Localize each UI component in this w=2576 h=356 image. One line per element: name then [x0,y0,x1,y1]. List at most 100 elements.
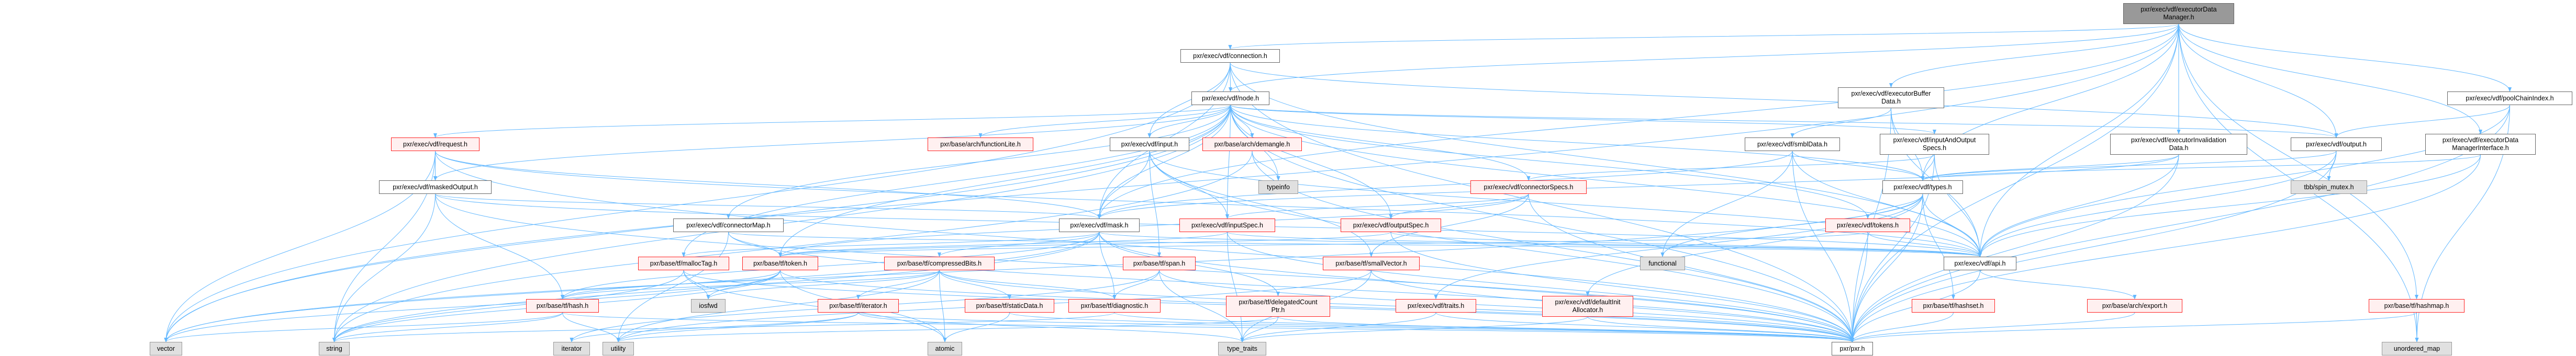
edge-token-to-hash [561,270,780,300]
graph-node-input-spec[interactable]: pxr/exec/vdf/inputSpec.h [1179,219,1275,232]
edge-mask-to-api [1099,232,1982,257]
graph-node-span[interactable]: pxr/base/tf/span.h [1123,257,1196,270]
edge-iteratorH-to-pxr [858,312,1854,342]
edge-input-to-api [1149,151,1982,257]
graph-node-static-data[interactable]: pxr/base/tf/staticData.h [965,299,1054,313]
graph-node-pool-chain-index[interactable]: pxr/exec/vdf/poolChainIndex.h [2447,91,2572,105]
edge-executorInvalidationData-to-pxr [1850,154,2179,342]
edge-executorDataManager-to-executorBufferData [1889,24,2179,88]
graph-node-small-vector[interactable]: pxr/base/tf/smallVector.h [1323,257,1420,270]
edge-connection-to-api [1230,62,1982,257]
graph-node-delegated-count-ptr[interactable]: pxr/base/tf/delegatedCount Ptr.h [1226,296,1330,317]
graph-node-connection[interactable]: pxr/exec/vdf/connection.h [1180,49,1280,63]
edge-staticData-to-atomic [943,312,1010,342]
graph-node-traits[interactable]: pxr/exec/vdf/traits.h [1396,299,1476,313]
graph-node-input-and-output-specs[interactable]: pxr/exec/vdf/inputAndOutput Specs.h [1880,134,1989,155]
edge-node-to-functionLite [978,105,1231,138]
graph-node-mask[interactable]: pxr/exec/vdf/mask.h [1059,219,1140,232]
graph-node-export[interactable]: pxr/base/arch/export.h [2087,299,2182,313]
graph-node-executor-buffer-data[interactable]: pxr/exec/vdf/executorBuffer Data.h [1838,87,1944,108]
edge-compressedBits-to-iosfwd [706,270,940,300]
edge-poolChainIndex-to-output [2334,105,2510,138]
edge-inputSpec-to-pxr [1227,232,1855,342]
edge-node-to-token [778,105,1231,257]
graph-node-atomic: atomic [928,342,962,355]
edge-request-to-mask [435,151,1101,219]
graph-node-unordered-map: unordered_map [2382,342,2452,355]
edge-node-to-maskedOutput [433,105,1231,181]
edge-span-to-pxr [1159,270,1854,342]
graph-node-typeinfo: typeinfo [1258,180,1298,194]
edge-node-to-input [1147,105,1231,138]
graph-node-executor-invalidation-data[interactable]: pxr/exec/vdf/executorInvalidation Data.h [2110,134,2247,155]
edge-staticData-to-pxr [1009,312,1854,342]
edge-defaultInitAllocator-to-pxr [1587,316,1854,342]
graph-node-iterator: iterator [553,342,590,355]
edge-node-to-connectorSpecs [1230,105,1531,181]
graph-node-demangle[interactable]: pxr/base/arch/demangle.h [1202,137,1302,151]
edge-connectorSpecs-to-token [778,193,1529,257]
graph-node-node[interactable]: pxr/exec/vdf/node.h [1191,91,1269,105]
edge-mask-to-vector [164,232,1100,342]
edge-maskedOutput-to-hash [435,193,565,300]
edge-executorDataManagerInterface-to-api [1978,154,2481,257]
edge-mallocTag-to-atomic [683,270,947,342]
graph-node-executor-data-manager[interactable]: pxr/exec/vdf/executorData Manager.h [2123,3,2234,24]
edge-span-to-type_traits [1159,270,1244,342]
edge-node-to-tokens [1230,105,1870,219]
graph-node-iterator-h[interactable]: pxr/base/tf/iterator.h [818,299,899,313]
graph-node-hashset[interactable]: pxr/base/tf/hashset.h [1912,299,1995,313]
graph-node-default-init-allocator[interactable]: pxr/exec/vdf/defaultInit Allocator.h [1542,296,1633,317]
edge-executorDataManager-to-pxr [1850,24,2179,342]
graph-node-compressed-bits[interactable]: pxr/base/tf/compressedBits.h [884,257,995,270]
edge-traits-to-pxr [1435,312,1854,342]
edge-demangle-to-string [332,151,1253,342]
edge-node-to-demangle [1230,105,1254,138]
edge-output-to-pxr [1850,151,2337,342]
graph-node-malloc-tag[interactable]: pxr/base/tf/mallocTag.h [638,257,729,270]
edge-tokens-to-pxr [1850,232,1868,342]
edge-output-to-types [1921,151,2337,181]
graph-node-types[interactable]: pxr/exec/vdf/types.h [1882,180,1963,194]
edge-executorDataManager-to-connection [1229,24,2179,50]
edge-executorBufferData-to-smblData [1790,108,1891,138]
graph-node-input[interactable]: pxr/exec/vdf/input.h [1110,137,1189,151]
edge-node-to-request [433,105,1231,138]
graph-node-tokens[interactable]: pxr/exec/vdf/tokens.h [1825,219,1910,232]
edge-types-to-hashset [1922,193,1956,300]
graph-node-output-spec[interactable]: pxr/exec/vdf/outputSpec.h [1341,219,1441,232]
edge-span-to-diagnostic [1112,270,1159,300]
graph-node-hashmap[interactable]: pxr/base/tf/hashmap.h [2369,299,2465,313]
graph-node-token[interactable]: pxr/base/tf/token.h [742,257,818,270]
graph-node-request[interactable]: pxr/exec/vdf/request.h [391,137,479,151]
graph-node-diagnostic[interactable]: pxr/base/tf/diagnostic.h [1068,299,1161,313]
edge-api-to-export [1980,270,2137,300]
graph-node-functional: functional [1640,257,1685,270]
edge-maskedOutput-to-string [332,193,436,342]
edge-types-to-api [1922,193,1982,257]
edge-executorInvalidationData-to-types [1921,154,2179,181]
edge-types-to-defaultInitAllocator [1586,193,1923,296]
graph-node-iosfwd: iosfwd [691,299,726,313]
graph-node-masked-output[interactable]: pxr/exec/vdf/maskedOutput.h [379,180,492,194]
edge-executorDataManager-to-hashmap [2178,24,2419,300]
edge-connectorMap-to-pxr [728,232,1854,342]
graph-node-smbl-data[interactable]: pxr/exec/vdf/smblData.h [1745,137,1840,151]
edge-tokens-to-api [1867,232,1982,257]
edge-request-to-string [332,151,436,342]
edge-hash-to-pxr [562,312,1854,342]
graph-node-executor-data-manager-interface[interactable]: pxr/exec/vdf/executorData ManagerInterfa… [2425,134,2536,155]
graph-node-output[interactable]: pxr/exec/vdf/output.h [2291,137,2382,151]
graph-node-api[interactable]: pxr/exec/vdf/api.h [1944,257,2016,270]
graph-node-type-traits: type_traits [1218,342,1266,355]
edge-executorInvalidationData-to-mask [1097,154,2179,219]
graph-node-connector-specs[interactable]: pxr/exec/vdf/connectorSpecs.h [1470,180,1587,194]
edge-compressedBits-to-iteratorH [856,270,940,300]
graph-node-pxr[interactable]: pxr/pxr.h [1832,342,1873,355]
edge-connectorSpecs-to-smallVector [1369,193,1529,257]
edge-smblData-to-mask [1097,151,1793,219]
graph-node-connector-map[interactable]: pxr/exec/vdf/connectorMap.h [673,219,784,232]
graph-node-hash[interactable]: pxr/base/tf/hash.h [526,299,599,313]
graph-node-function-lite[interactable]: pxr/base/arch/functionLite.h [928,137,1033,151]
edge-maskedOutput-to-mask [435,193,1101,219]
